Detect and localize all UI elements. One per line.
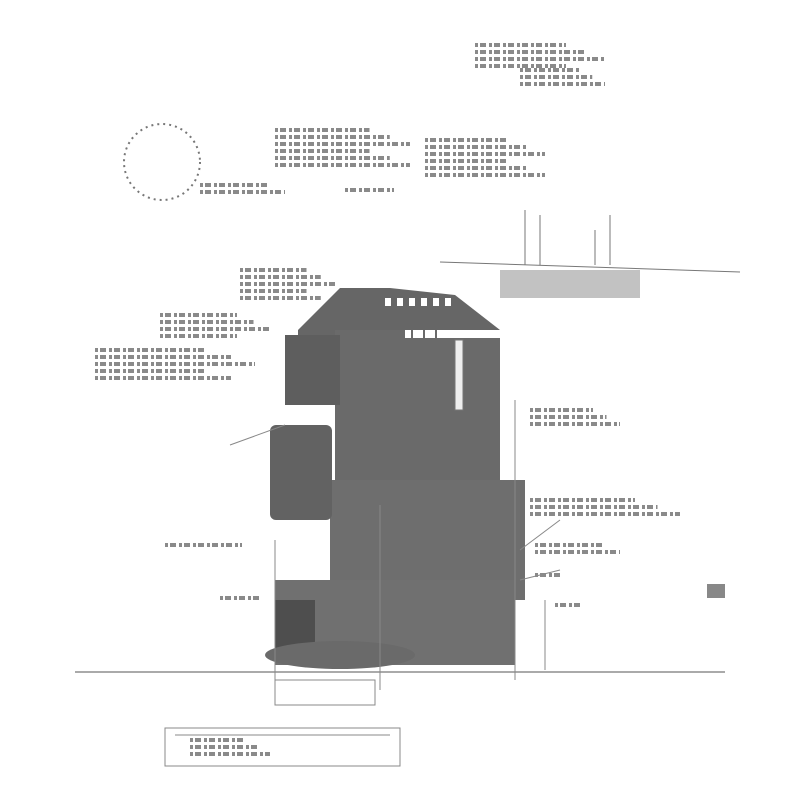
building-elevation [229, 288, 656, 706]
window [502, 330, 508, 338]
window [554, 390, 560, 398]
window [526, 330, 532, 338]
window [538, 330, 544, 338]
window [490, 330, 496, 338]
window [465, 330, 471, 338]
window [550, 330, 556, 338]
window [562, 330, 568, 338]
window [575, 400, 581, 408]
building-upper-body [335, 330, 500, 480]
left-block-lower [275, 600, 315, 650]
window [610, 330, 616, 338]
window [614, 390, 620, 398]
window [445, 330, 451, 338]
window-grid [385, 298, 656, 408]
window [602, 390, 608, 398]
window [413, 330, 419, 338]
window [478, 330, 484, 338]
window [605, 400, 611, 408]
window [497, 330, 503, 338]
window [650, 390, 656, 398]
window [441, 330, 447, 338]
window [574, 330, 580, 338]
window [409, 298, 415, 306]
window [449, 330, 455, 338]
window [469, 330, 475, 338]
tower-element [454, 339, 464, 411]
window [485, 330, 491, 338]
window [445, 298, 451, 306]
window [566, 390, 572, 398]
window [473, 330, 479, 338]
background-skyline [439, 210, 741, 298]
window [629, 400, 635, 408]
window [521, 330, 527, 338]
window [599, 400, 605, 408]
window [433, 298, 439, 306]
window [425, 330, 431, 338]
base-mass [265, 641, 415, 669]
scale-marker [707, 584, 725, 598]
window [429, 330, 435, 338]
window [453, 330, 459, 338]
window [638, 390, 644, 398]
window [397, 298, 403, 306]
window [457, 330, 463, 338]
title-block [164, 727, 401, 767]
annotation-scribbles [95, 43, 680, 756]
window [586, 330, 592, 338]
left-block-mid [270, 425, 332, 520]
window [461, 330, 467, 338]
window [509, 330, 515, 338]
window [626, 390, 632, 398]
window [405, 330, 411, 338]
window [514, 330, 520, 338]
window [385, 298, 391, 306]
window [421, 298, 427, 306]
window [598, 330, 604, 338]
window [617, 400, 623, 408]
construction-lines [229, 400, 561, 706]
window [533, 330, 539, 338]
window [578, 390, 584, 398]
window [437, 330, 443, 338]
window [611, 400, 617, 408]
window [587, 400, 593, 408]
window [590, 390, 596, 398]
window [545, 330, 551, 338]
left-block-upper [285, 335, 340, 405]
window [542, 390, 548, 398]
window [641, 400, 647, 408]
dotted-circle-symbol [123, 123, 201, 201]
window [417, 330, 423, 338]
